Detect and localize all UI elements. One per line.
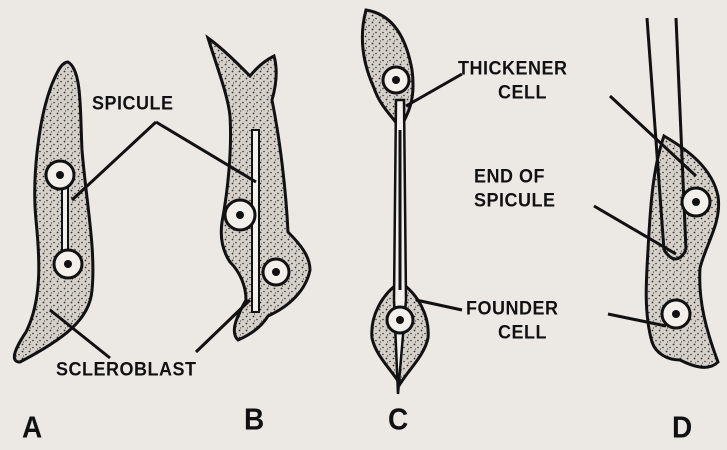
label-founder-line2: CELL — [466, 320, 559, 344]
scleroblast-a — [14, 62, 93, 362]
panel-letter-c: C — [388, 403, 409, 438]
panel-letter-a: A — [22, 411, 43, 446]
nucleolus-b2 — [272, 268, 280, 276]
nucleolus-c2 — [396, 316, 404, 324]
label-thickener-cell: THICKENER CELL — [458, 56, 568, 104]
nucleolus-d1 — [692, 198, 700, 206]
panel-a-drawing — [14, 62, 93, 362]
panel-c-drawing — [362, 10, 428, 394]
nucleolus-d2 — [672, 310, 680, 318]
label-thickener-line2: CELL — [458, 80, 568, 104]
leader-lines — [50, 74, 696, 358]
panel-letter-d: D — [672, 411, 693, 446]
label-thickener-line1: THICKENER — [458, 56, 568, 80]
label-spicule: SPICULE — [92, 91, 174, 115]
spicule-a — [62, 182, 68, 252]
label-end-of-spicule: END OF SPICULE — [474, 164, 556, 212]
leader-spicule-a — [72, 122, 156, 200]
label-founder-line1: FOUNDER — [466, 296, 559, 320]
label-scleroblast: SCLEROBLAST — [56, 357, 197, 381]
leader-thickener — [406, 74, 462, 106]
nucleolus-b1 — [236, 211, 244, 219]
label-end-of-line2: SPICULE — [474, 188, 556, 212]
panel-letter-b: B — [244, 403, 265, 438]
label-end-of-line1: END OF — [474, 164, 556, 188]
nucleolus-c1 — [392, 76, 400, 84]
panel-b-drawing — [208, 38, 310, 340]
nucleolus-a1 — [56, 171, 64, 179]
panel-d-drawing — [646, 18, 718, 367]
nucleolus-a2 — [64, 260, 72, 268]
label-founder-cell: FOUNDER CELL — [466, 296, 559, 344]
